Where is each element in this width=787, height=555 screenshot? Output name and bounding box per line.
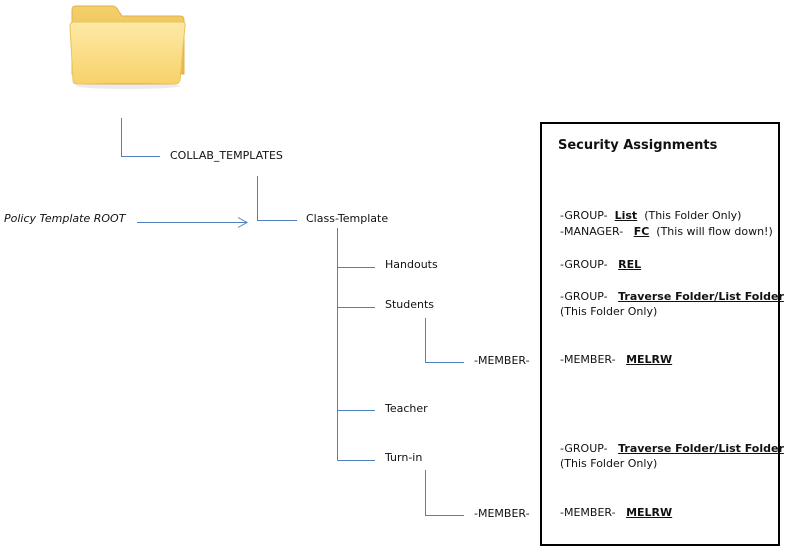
assignment-note: (This Folder Only) [644, 209, 742, 222]
node-teacher[interactable]: Teacher [385, 402, 428, 415]
assignment-permission: Traverse Folder/List Folder [618, 290, 784, 303]
assignment-permission: MELRW [626, 353, 673, 366]
assignment-permission: MELRW [626, 506, 673, 519]
assignment-prefix: -MANAGER- [560, 225, 624, 238]
node-turnin[interactable]: Turn-in [385, 451, 423, 464]
turnin-group-note: (This Folder Only) [560, 457, 658, 470]
security-assignments-title: Security Assignments [558, 138, 718, 153]
students-member-assignment: -MEMBER- MELRW [560, 353, 672, 367]
assignment-permission: Traverse Folder/List Folder [618, 442, 784, 455]
node-class-template[interactable]: Class-Template [306, 212, 389, 225]
assignment-permission: List [614, 209, 638, 222]
class-template-manager-assignment: -MANAGER- FC (This will flow down!) [560, 225, 773, 239]
folder-icon [69, 5, 186, 89]
node-handouts[interactable]: Handouts [385, 258, 438, 271]
node-students-member[interactable]: -MEMBER- [474, 354, 530, 367]
node-students[interactable]: Students [385, 298, 435, 311]
policy-template-root-label: Policy Template ROOT [4, 212, 126, 225]
root-arrow-head [237, 217, 249, 228]
students-group-note: (This Folder Only) [560, 305, 658, 318]
connector-collab [121, 118, 160, 157]
assignment-permission: FC [633, 225, 650, 238]
assignment-permission: REL [618, 258, 642, 271]
node-turnin-member[interactable]: -MEMBER- [474, 507, 530, 520]
class-template-group-assignment: -GROUP- List (This Folder Only) [560, 209, 741, 223]
assignment-prefix: -MEMBER- [560, 506, 616, 519]
connector-students-member [425, 318, 464, 363]
turnin-group-assignment: -GROUP- Traverse Folder/List Folder [560, 442, 784, 456]
turnin-member-assignment: -MEMBER- MELRW [560, 506, 672, 520]
assignment-prefix: -GROUP- [560, 442, 608, 455]
handouts-group-assignment: -GROUP- REL [560, 258, 641, 272]
students-group-assignment: -GROUP- Traverse Folder/List Folder [560, 290, 784, 304]
assignment-prefix: -GROUP- [560, 258, 608, 271]
assignment-prefix: -GROUP- [560, 290, 608, 303]
assignment-prefix: -GROUP- [560, 209, 608, 222]
security-assignments-box [540, 122, 780, 546]
node-collab-templates[interactable]: COLLAB_TEMPLATES [170, 149, 283, 162]
connector-turnin-member [425, 470, 464, 516]
connector-class-template [257, 176, 297, 221]
assignment-prefix: -MEMBER- [560, 353, 616, 366]
assignment-note: (This will flow down!) [656, 225, 773, 238]
